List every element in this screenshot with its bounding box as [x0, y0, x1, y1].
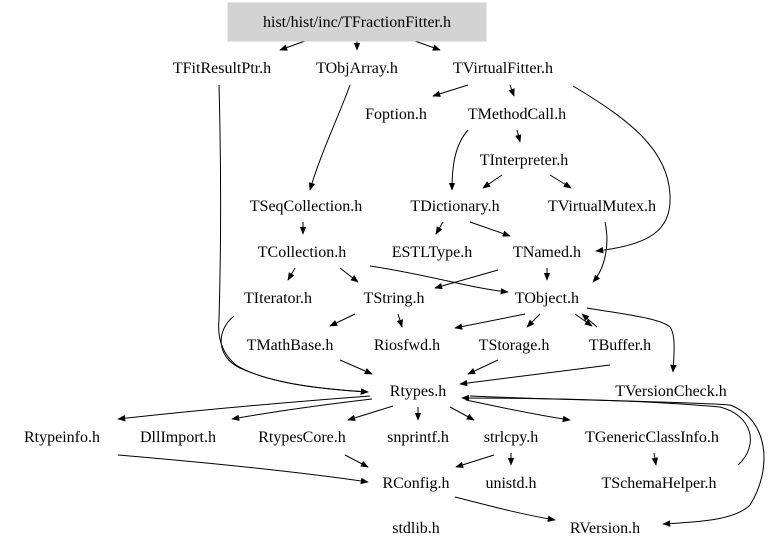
node-tinterpreter[interactable]: TInterpreter.h — [480, 152, 568, 169]
edge-tschemahelper-to-rtypes — [461, 394, 751, 466]
edge-tobjarray-to-tseqcollection — [308, 84, 351, 191]
node-tstorage[interactable]: TStorage.h — [479, 337, 550, 354]
node-tgenericclassinfo[interactable]: TGenericClassInfo.h — [585, 429, 719, 446]
edge-rtypescore-to-rconfig — [344, 454, 369, 468]
edge-tvirtualfitter-to-foption — [432, 84, 469, 97]
edge-tinterpreter-to-tdictionary — [482, 174, 503, 189]
node-unistd[interactable]: unistd.h — [485, 475, 536, 492]
node-tversioncheck[interactable]: TVersionCheck.h — [615, 383, 727, 400]
edge-tvirtualmutex-to-tobject — [592, 221, 608, 283]
edge-tcollection-to-titerator — [287, 267, 296, 281]
edge-root-to-tvirtualfitter — [414, 40, 441, 51]
edge-rtypes-to-rtypeinfo — [117, 395, 371, 422]
edge-rtypes-to-strlcpy — [449, 406, 475, 421]
edge-tmethodcall-to-tdictionary — [448, 129, 469, 191]
root-node-box — [227, 2, 487, 42]
edge-tstring-to-riosfwd — [396, 313, 403, 328]
node-tseqcollection[interactable]: TSeqCollection.h — [250, 198, 362, 215]
node-tstring[interactable]: TString.h — [364, 290, 425, 307]
edge-tnamed-to-tstring — [434, 269, 499, 290]
edge-tdictionary-to-tnamed — [469, 221, 511, 237]
node-tcollection[interactable]: TCollection.h — [258, 244, 346, 261]
node-titerator[interactable]: TIterator.h — [244, 290, 312, 307]
edge-tobject-to-tversioncheck — [586, 307, 677, 373]
node-rconfig[interactable]: RConfig.h — [382, 475, 449, 492]
node-tnamed[interactable]: TNamed.h — [513, 244, 581, 261]
edge-tmethodcall-to-tinterpreter — [515, 129, 522, 143]
node-rversion[interactable]: RVersion.h — [570, 520, 640, 537]
edge-tcollection-to-tstring — [339, 267, 359, 283]
node-estltype[interactable]: ESTLType.h — [392, 244, 473, 261]
node-tmathbase[interactable]: TMathBase.h — [247, 337, 334, 354]
edge-tbuffer-to-tobject — [581, 313, 598, 328]
node-rtypeinfo[interactable]: Rtypeinfo.h — [24, 429, 100, 446]
edge-rconfig-to-rversion — [454, 496, 556, 522]
edges-layer — [117, 40, 765, 527]
node-rtypes[interactable]: Rtypes.h — [390, 383, 446, 400]
edge-tdictionary-to-estltype — [435, 221, 444, 235]
edge-tversioncheck-to-rtypes — [459, 364, 611, 387]
edge-tgenericclassinfo-to-tschemahelper — [651, 452, 658, 466]
edge-tcollection-to-tobject — [369, 265, 509, 295]
edge-tmathbase-to-rtypes — [339, 359, 373, 375]
edge-tvirtualfitter-to-tnamed — [572, 85, 671, 254]
edge-tinterpreter-to-tvirtualmutex — [549, 174, 572, 189]
node-foption[interactable]: Foption.h — [365, 106, 427, 123]
edge-tobject-to-tstorage — [526, 313, 541, 328]
edge-strlcpy-to-rconfig — [455, 454, 495, 468]
edge-rtypeinfo-to-rconfig — [117, 454, 369, 485]
node-root[interactable]: hist/hist/inc/TFractionFitter.h — [263, 14, 451, 31]
node-tfitresultptr[interactable]: TFitResultPtr.h — [173, 60, 271, 77]
edge-rtypes-to-tgenericclassinfo — [465, 399, 571, 423]
node-tvirtualfitter[interactable]: TVirtualFitter.h — [453, 60, 553, 77]
node-tbuffer[interactable]: TBuffer.h — [589, 337, 651, 354]
node-tobject[interactable]: TObject.h — [515, 290, 579, 307]
node-riosfwd[interactable]: Riosfwd.h — [374, 337, 440, 354]
node-rtypescore[interactable]: RtypesCore.h — [258, 429, 346, 446]
edge-rtypes-to-dllimport — [231, 398, 373, 421]
node-snprintf[interactable]: snprintf.h — [387, 429, 449, 446]
node-tschemahelper[interactable]: TSchemaHelper.h — [601, 475, 716, 492]
edge-rtypes-to-rtypescore — [347, 405, 394, 421]
edge-tstorage-to-rtypes — [467, 359, 499, 375]
node-tvirtualmutex[interactable]: TVirtualMutex.h — [548, 198, 656, 215]
node-tdictionary[interactable]: TDictionary.h — [410, 198, 499, 215]
node-stdlib[interactable]: stdlib.h — [392, 520, 440, 537]
edge-root-to-tfitresultptr — [279, 40, 306, 51]
node-tmethodcall[interactable]: TMethodCall.h — [468, 106, 566, 123]
edge-tstring-to-tmathbase — [329, 313, 356, 327]
node-tobjarray[interactable]: TObjArray.h — [316, 60, 398, 77]
edge-rtypes-to-rversion — [469, 395, 765, 527]
edge-titerator-to-rtypes — [220, 315, 369, 395]
node-strlcpy[interactable]: strlcpy.h — [484, 429, 539, 446]
edge-tvirtualfitter-to-tmethodcall — [508, 84, 515, 97]
nodes-layer: hist/hist/inc/TFractionFitter.h TFitResu… — [24, 2, 727, 537]
edge-tobject-to-riosfwd — [454, 313, 526, 330]
node-dllimport[interactable]: DllImport.h — [140, 429, 216, 446]
